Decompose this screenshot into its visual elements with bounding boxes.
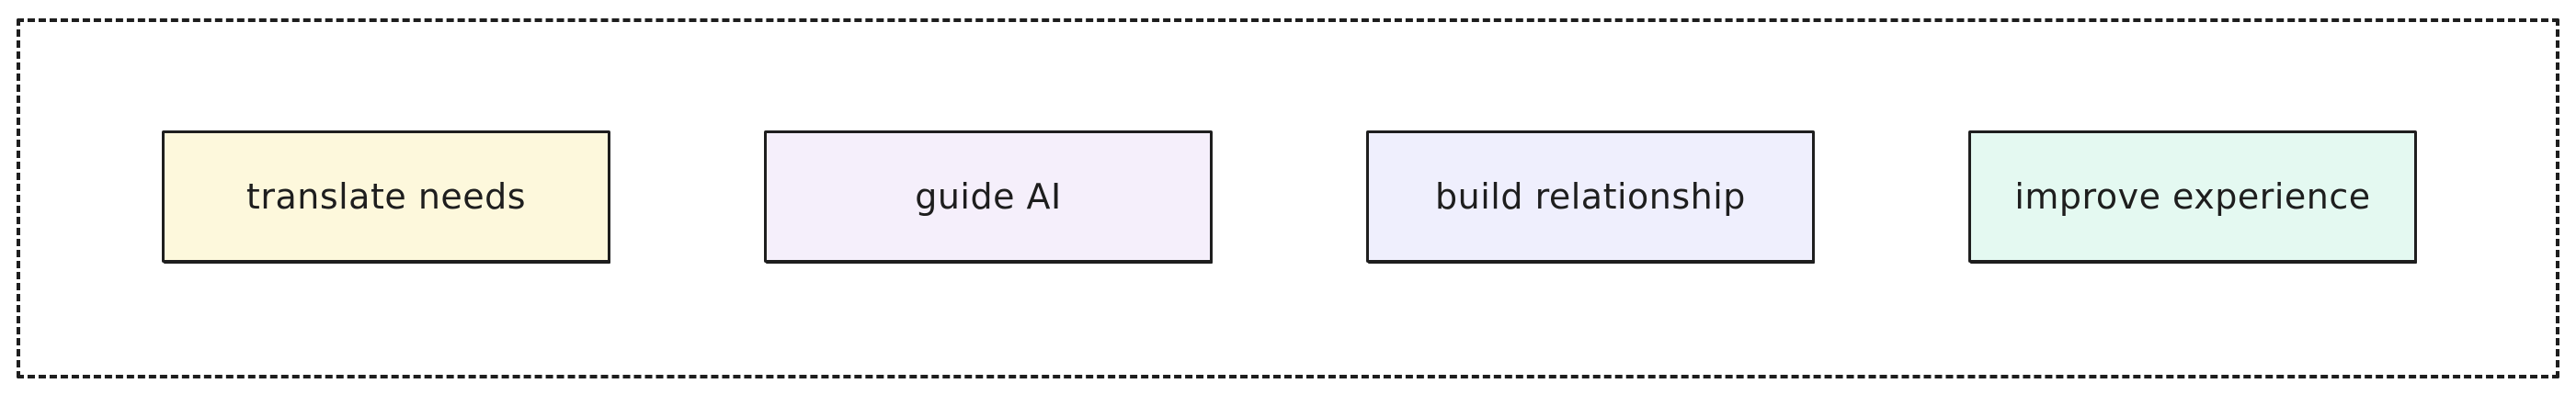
node-label: guide AI [915,176,1062,217]
node-translate-needs: translate needs [162,130,610,263]
node-improve-experience: improve experience [1968,130,2417,263]
node-guide-ai: guide AI [764,130,1213,263]
node-label: translate needs [245,176,527,217]
node-build-relationship: build relationship [1366,130,1815,263]
group-frame [17,18,2559,378]
node-label: improve experience [2014,176,2371,217]
node-label: build relationship [1435,176,1746,217]
